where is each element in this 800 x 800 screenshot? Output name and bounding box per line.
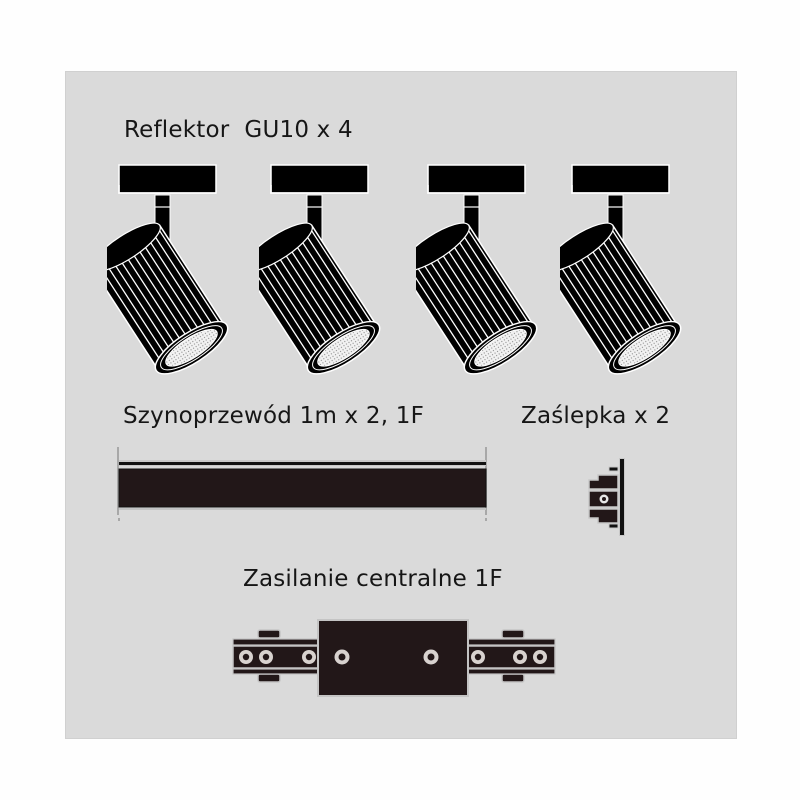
power-feed-label: Zasilanie centralne 1F: [243, 566, 503, 592]
track-spotlight-icon: [259, 164, 388, 380]
spotlights-label: Reflektor GU10 x 4: [124, 117, 353, 143]
central-power-connector-icon: [232, 619, 556, 697]
track-rail-icon: [117, 447, 487, 521]
spotlight-1: [107, 160, 257, 380]
end-cap-label: Zaślepka x 2: [521, 403, 671, 429]
end-cap-icon: [588, 458, 625, 536]
rail-label: Szynoprzewód 1m x 2, 1F: [123, 403, 424, 429]
spotlight-3: [416, 160, 566, 380]
track-spotlight-icon: [416, 164, 545, 380]
track-spotlight-icon: [107, 164, 236, 380]
track-spotlight-icon: [560, 164, 689, 380]
spotlight-4: [560, 160, 710, 380]
spotlight-2: [259, 160, 409, 380]
